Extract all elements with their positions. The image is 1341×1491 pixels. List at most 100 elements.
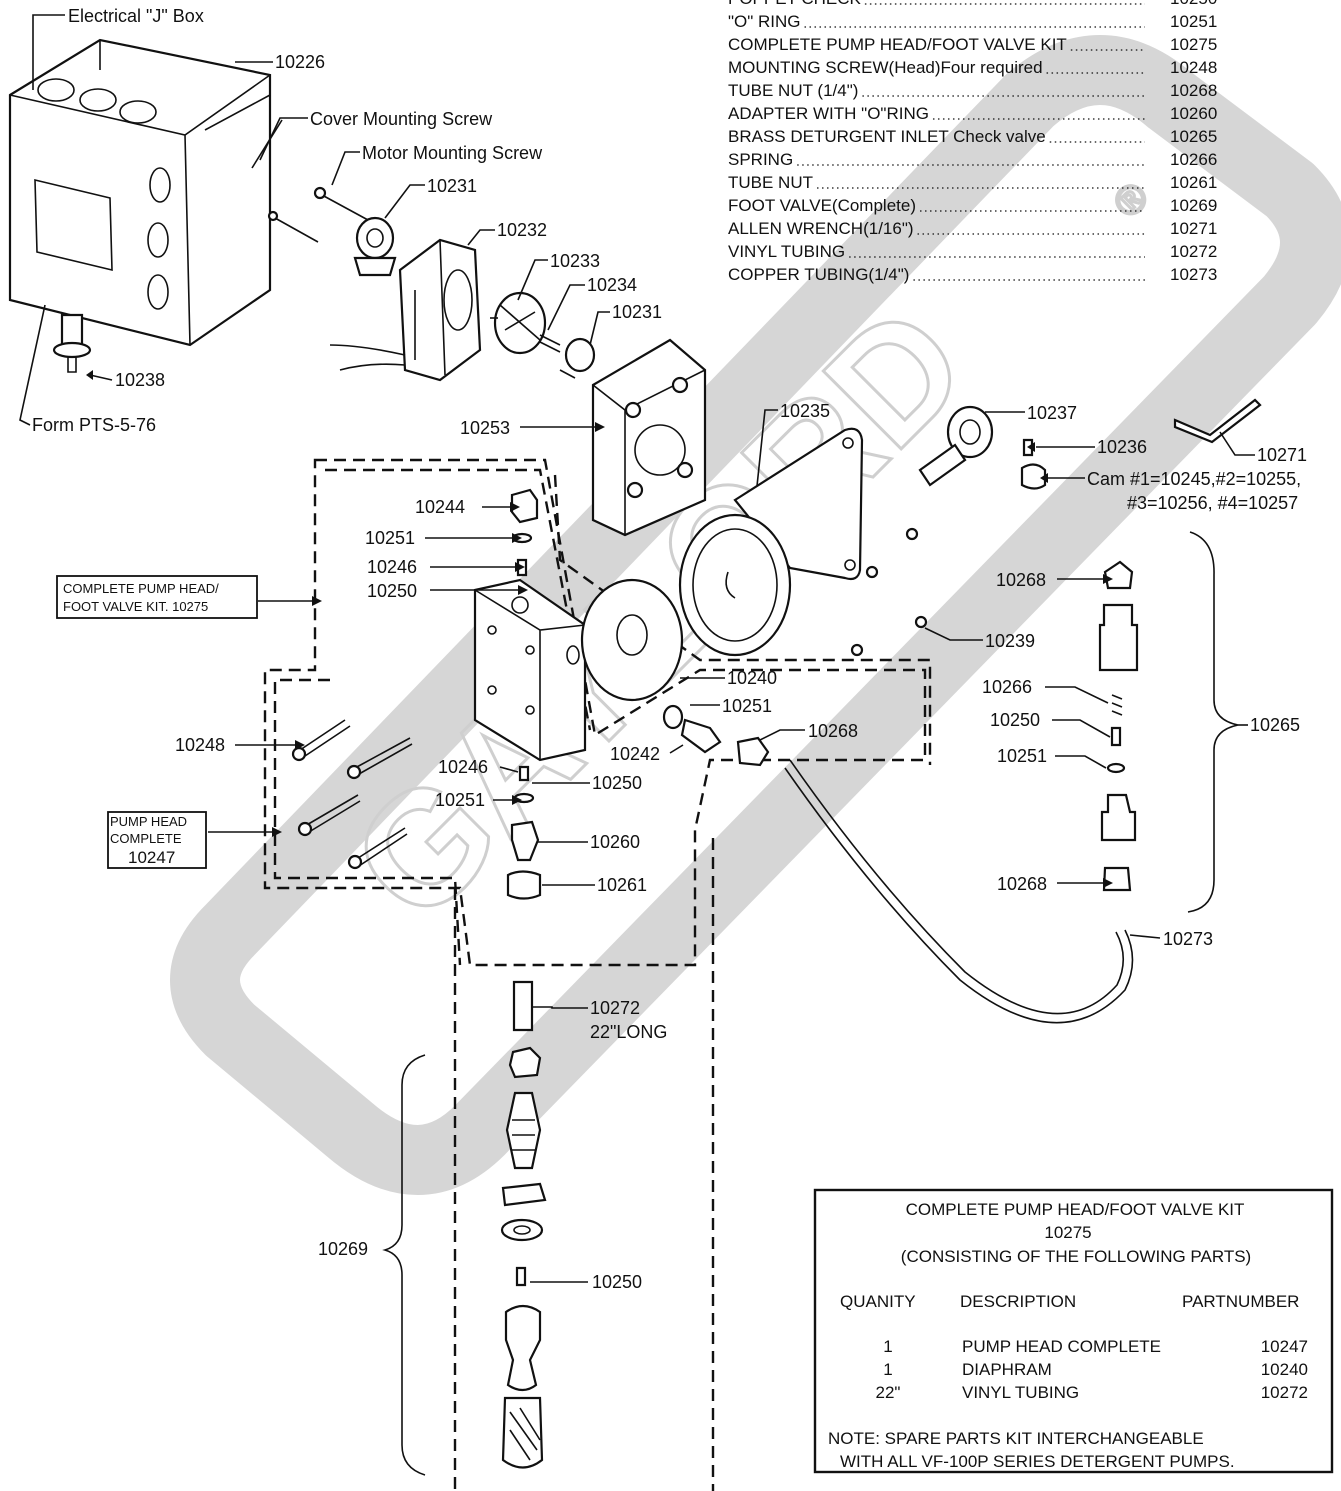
label-10237: 10237 [1027, 403, 1077, 423]
label-10268-b: 10268 [808, 721, 858, 741]
kit-table-title: COMPLETE PUMP HEAD/FOOT VALVE KIT [906, 1200, 1245, 1219]
kit-table-cell-desc: DIAPHRAM [962, 1360, 1052, 1379]
label-10273: 10273 [1163, 929, 1213, 949]
label-10231-b: 10231 [612, 302, 662, 322]
foot-valve-10269 [382, 980, 547, 1476]
parts-list-number: 10266 [1170, 150, 1217, 169]
label-10226: 10226 [275, 52, 325, 72]
cam-set [1020, 463, 1047, 490]
parts-list-number: 10271 [1170, 219, 1217, 238]
label-10251-c: 10251 [997, 746, 1047, 766]
label-10246-b: 10246 [438, 757, 488, 777]
label-10244: 10244 [415, 497, 465, 517]
fitting-10244 [510, 488, 539, 577]
parts-list-description: TUBE NUT [728, 173, 813, 192]
kit-table-header-description: DESCRIPTION [960, 1292, 1076, 1311]
label-10248: 10248 [175, 735, 225, 755]
parts-list-row: COMPLETE PUMP HEAD/FOOT VALVE KIT 10275 [728, 35, 1217, 54]
label-10235: 10235 [780, 401, 830, 421]
parts-list-number: 10251 [1170, 12, 1217, 31]
label-10250-c: 10250 [592, 773, 642, 793]
label-10246-a: 10246 [367, 557, 417, 577]
label-10272: 10272 [590, 998, 640, 1018]
small-screws [850, 527, 928, 657]
kit-table-number: 10275 [1044, 1223, 1091, 1242]
pump-head-block [473, 578, 587, 762]
parts-list-description: FOOT VALVE(Complete) [728, 196, 916, 215]
parts-list-description: COPPER TUBING(1/4") [728, 265, 909, 284]
parts-list-row: ALLEN WRENCH(1/16")10271 [728, 219, 1217, 238]
label-10261: 10261 [597, 875, 647, 895]
check-valve-10265 [1098, 531, 1239, 913]
elbow-10242 [662, 704, 722, 754]
parts-list-description: VINYL TUBING [728, 242, 845, 261]
parts-list-description: SPRING [728, 150, 793, 169]
head-screws-10248 [291, 719, 413, 870]
diaphragm-10240 [580, 578, 684, 702]
kit-table-header-partnumber: PARTNUMBER [1182, 1292, 1299, 1311]
label-10268-c: 10268 [997, 874, 1047, 894]
kit-table-cell-qty: 1 [883, 1337, 892, 1356]
part-labels: Electrical "J" Box 10226 Cover Mounting … [32, 6, 1307, 1292]
kit-table-cell-desc: PUMP HEAD COMPLETE [962, 1337, 1161, 1356]
plate-10231 [559, 337, 596, 379]
label-10232: 10232 [497, 220, 547, 240]
bracket-10235 [733, 427, 864, 581]
parts-list-row: VINYL TUBING 10272 [728, 242, 1217, 261]
parts-list-number: 10261 [1170, 173, 1217, 192]
parts-list-description: ADAPTER WITH "O"RING [728, 104, 929, 123]
parts-list-description: BRASS DETURGENT INLET Check valve [728, 127, 1046, 146]
parts-list-number: 10273 [1170, 265, 1217, 284]
label-10253: 10253 [460, 418, 510, 438]
parts-list-row: COPPER TUBING(1/4") 10273 [728, 265, 1217, 284]
leader-lines [19, 14, 1255, 1283]
copper-tubing-10273 [784, 759, 1134, 1024]
kit-table-note-line-2: WITH ALL VF-100P SERIES DETERGENT PUMPS. [840, 1452, 1235, 1471]
parts-list-number: 10272 [1170, 242, 1217, 261]
label-22-long: 22"LONG [590, 1022, 667, 1042]
label-10238: 10238 [115, 370, 165, 390]
parts-list-number: 10269 [1170, 196, 1217, 215]
label-10250-d: 10250 [592, 1272, 642, 1292]
parts-list-row: FOOT VALVE(Complete) 10269 [728, 196, 1217, 215]
label-10265: 10265 [1250, 715, 1300, 735]
parts-list-number: 10268 [1170, 81, 1217, 100]
parts-list-description: COMPLETE PUMP HEAD/FOOT VALVE KIT [728, 35, 1067, 54]
label-10239: 10239 [985, 631, 1035, 651]
parts-list-number: 10250 [1170, 0, 1217, 8]
label-10266: 10266 [982, 677, 1032, 697]
label-cam-line-2: #3=10256, #4=10257 [1127, 493, 1298, 513]
shaft-10234 [539, 334, 561, 353]
pump-housing-10253 [591, 338, 707, 537]
tube-nut-10268-middle [736, 736, 770, 767]
parts-list-row: TUBE NUT 10261 [728, 173, 1217, 192]
parts-list-row: TUBE NUT (1/4") 10268 [728, 81, 1217, 100]
parts-list-row: POPPET CHECK10250 [728, 0, 1217, 8]
kit-table-cell-qty: 1 [883, 1360, 892, 1379]
kit-table-cell-desc: VINYL TUBING [962, 1383, 1079, 1402]
label-10236: 10236 [1097, 437, 1147, 457]
parts-list-description: TUBE NUT (1/4") [728, 81, 858, 100]
electrical-j-box [8, 38, 272, 373]
kit-table-cell-part: 10247 [1261, 1337, 1308, 1356]
motor-mounting-screw [313, 186, 369, 221]
parts-list-row: SPRING 10266 [728, 150, 1217, 169]
kit-parts-table: COMPLETE PUMP HEAD/FOOT VALVE KIT 10275 … [813, 1188, 1334, 1474]
label-10240: 10240 [727, 668, 777, 688]
label-10233: 10233 [550, 251, 600, 271]
kit-callout-box: COMPLETE PUMP HEAD/ FOOT VALVE KIT. 1027… [56, 575, 258, 619]
label-10260: 10260 [590, 832, 640, 852]
label-10271: 10271 [1257, 445, 1307, 465]
allen-wrench-10271 [1173, 398, 1262, 444]
kit-callout-line-2: FOOT VALVE KIT. 10275 [63, 599, 208, 614]
kit-table-note-line-1: NOTE: SPARE PARTS KIT INTERCHANGEABLE [828, 1429, 1204, 1448]
label-10231-a: 10231 [427, 176, 477, 196]
parts-list-description: "O" RING [728, 12, 801, 31]
label-10269: 10269 [318, 1239, 368, 1259]
label-cover-mounting-screw: Cover Mounting Screw [310, 109, 493, 129]
parts-list-number: 10275 [1170, 35, 1217, 54]
